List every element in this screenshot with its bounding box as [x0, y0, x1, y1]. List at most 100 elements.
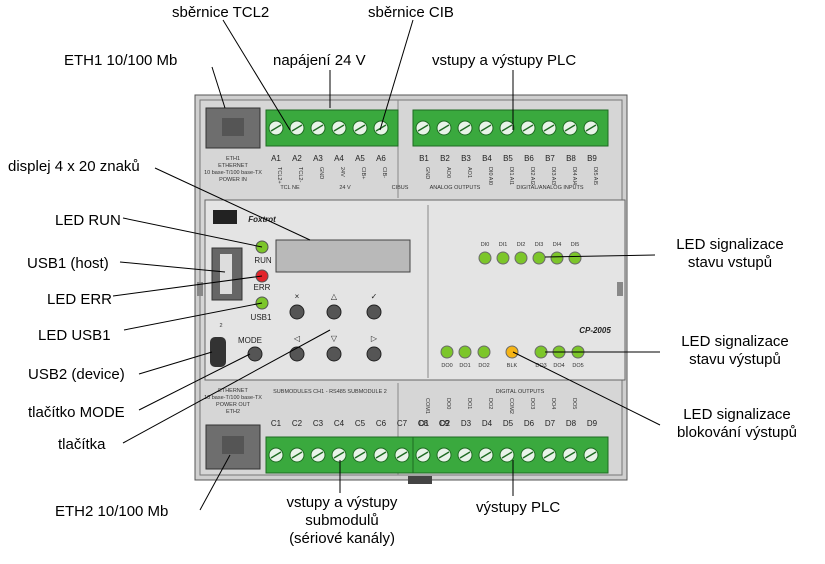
do-led-1 [458, 345, 472, 359]
terminal-block-d-slot-5 [522, 451, 534, 459]
di-led-label-5: DI5 [571, 242, 580, 248]
terminal-b-signal-6: DI3 AI3 [550, 167, 556, 185]
di-led-5 [568, 251, 582, 265]
label-output-leds-line1: LED signalizace [681, 333, 789, 350]
eth1-text-2: 10 base-T/100 base-TX [204, 170, 262, 176]
terminal-block-c-slot-5 [375, 451, 387, 459]
button-right-icon: ▷ [371, 334, 378, 343]
label-power: napájení 24 V [273, 52, 366, 69]
button-cancel-icon: × [295, 292, 300, 301]
usb2-device-port[interactable] [210, 337, 226, 367]
terminal-a-signal-4: CIB+ [360, 167, 366, 179]
terminal-a-label-1: A2 [292, 154, 302, 163]
di-led-label-2: DI2 [517, 242, 526, 248]
terminal-a-group-2: CIBUS [392, 185, 409, 191]
terminal-block-d-slot-6 [543, 451, 555, 459]
button-cancel[interactable] [289, 304, 305, 320]
terminal-b-label-6: B7 [545, 154, 555, 163]
terminal-a-signal-3: 24V [339, 167, 345, 177]
terminal-block-a-slot-4 [354, 124, 366, 132]
terminal-d-signal-6: DO4 [550, 398, 556, 409]
terminal-c-label-1: C2 [292, 419, 303, 428]
mode-button-label: MODE [238, 336, 262, 345]
eth1-text-1: ETHERNET [218, 163, 248, 169]
di-led-label-0: DI0 [481, 242, 490, 248]
terminal-block-d-slot-0 [417, 451, 429, 459]
led-err-label: ERR [254, 283, 271, 292]
do-led-label-2: DO2 [478, 363, 489, 369]
terminal-a-group-0: TCL NE [280, 185, 300, 191]
terminal-block-b-slot-7 [564, 124, 576, 132]
terminal-block-d-slot-3 [480, 451, 492, 459]
terminal-a-signal-5: CIB- [381, 167, 387, 178]
do-led-label-5: DO4 [553, 363, 564, 369]
terminal-c-group: SUBMODULES CH1 - RS485 SUBMODULE 2 [273, 389, 387, 395]
led-run-label: RUN [254, 256, 272, 265]
terminal-b-label-0: B1 [419, 154, 429, 163]
terminal-d-group: DIGITAL OUTPUTS [496, 389, 545, 395]
button-right[interactable] [366, 346, 382, 362]
terminal-d-label-7: D8 [566, 419, 577, 428]
usb1-host-port-inner [220, 254, 232, 294]
terminal-c-label-5: C6 [376, 419, 387, 428]
eth1-text-3: POWER IN [219, 177, 247, 183]
label-submodules-line2: submodulů [305, 512, 379, 529]
terminal-c-label-4: C5 [355, 419, 366, 428]
terminal-c-label-7: C8 [418, 419, 429, 428]
label-display: displej 4 x 20 znaků [8, 158, 140, 175]
label-plc-io: vstupy a výstupy PLC [432, 52, 577, 69]
terminal-d-signal-2: DO1 [466, 398, 472, 409]
button-down[interactable] [326, 346, 342, 362]
terminal-b-label-3: B4 [482, 154, 492, 163]
eth1-socket-inner [222, 118, 244, 136]
terminal-c-label-0: C1 [271, 419, 282, 428]
terminal-block-c-slot-0 [270, 451, 282, 459]
terminal-d-label-8: D9 [587, 419, 598, 428]
brand-logo-mark [213, 210, 237, 224]
do-led-label-6: DO5 [572, 363, 583, 369]
button-up[interactable] [326, 304, 342, 320]
model-label: CP-2005 [579, 326, 611, 335]
terminal-d-label-3: D4 [482, 419, 493, 428]
terminal-block-d-slot-4 [501, 451, 513, 459]
label-submodules-line3: (sériové kanály) [289, 530, 395, 547]
label-mode-button: tlačítko MODE [28, 404, 125, 421]
terminal-b-group-0: ANALOG OUTPUTS [430, 185, 481, 191]
terminal-b-signal-3: DI0 AI0 [487, 167, 493, 185]
button-ok[interactable] [366, 304, 382, 320]
terminal-block-d-slot-2 [459, 451, 471, 459]
label-usb2: USB2 (device) [28, 366, 125, 383]
button-left-icon: ◁ [294, 334, 301, 343]
terminal-block-c-slot-1 [291, 451, 303, 459]
label-plc-outputs: výstupy PLC [476, 499, 561, 516]
do-led-label-3: BLK [507, 363, 518, 369]
terminal-a-group-1: 24 V [339, 185, 351, 191]
label-submodules-line1: vstupy a výstupy [286, 494, 398, 511]
terminal-d-signal-4: COM2 [508, 398, 514, 414]
eth2-socket-inner [222, 436, 244, 454]
terminal-d-label-5: D6 [524, 419, 535, 428]
do-led-3 [505, 345, 519, 359]
terminal-a-label-5: A6 [376, 154, 386, 163]
terminal-block-b-slot-2 [459, 124, 471, 132]
terminal-a-signal-0: TCL2+ [276, 167, 282, 184]
label-block-led-line2: blokování výstupů [676, 424, 798, 441]
do-led-0 [440, 345, 454, 359]
label-led-err: LED ERR [47, 291, 113, 308]
led-usb1-label: USB1 [251, 313, 272, 322]
terminal-d-signal-3: DO2 [487, 398, 493, 409]
terminal-b-signal-2: AO1 [466, 167, 472, 178]
terminal-d-label-1: D2 [440, 419, 451, 428]
side-clip-right [617, 282, 623, 296]
terminal-a-label-0: A1 [271, 154, 281, 163]
side-clip-left [197, 282, 203, 296]
mode-button[interactable] [247, 346, 263, 362]
do-led-label-1: DO1 [459, 363, 470, 369]
terminal-b-label-5: B6 [524, 154, 534, 163]
label-input-leds: LED signalizace stavu vstupů [655, 236, 805, 272]
button-left[interactable] [289, 346, 305, 362]
do-led-label-0: DO0 [441, 363, 452, 369]
terminal-b-signal-7: DI4 AI4 [571, 167, 577, 185]
di-led-label-3: DI3 [535, 242, 544, 248]
